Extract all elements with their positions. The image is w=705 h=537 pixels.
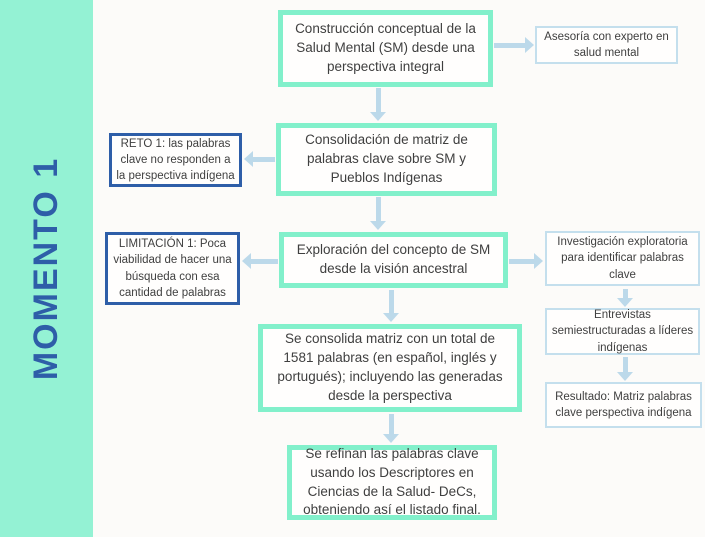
arrow-right-icon (509, 253, 543, 269)
side-box-resultado-text: Resultado: Matriz palabras clave perspec… (555, 390, 692, 419)
arrow-down-icon (370, 197, 386, 230)
momento-title: MOMENTO 1 (27, 156, 65, 381)
flow-box-consolida-matriz-text: Se consolida matriz con un total de 1581… (277, 331, 503, 403)
side-box-investigacion-text: Investigación exploratoria para identifi… (557, 236, 688, 281)
flow-box-construccion: Construcción conceptual de la Salud Ment… (278, 10, 493, 87)
arrow-left-icon (242, 253, 278, 269)
flow-box-construccion-text: Construcción conceptual de la Salud Ment… (295, 21, 476, 74)
flow-box-exploracion-text: Exploración del concepto de SM desde la … (296, 242, 491, 276)
side-box-investigacion: Investigación exploratoria para identifi… (545, 231, 700, 286)
side-box-resultado: Resultado: Matriz palabras clave perspec… (545, 382, 702, 428)
arrow-left-icon (244, 151, 275, 167)
note-box-reto-text: RETO 1: las palabras clave no responden … (116, 137, 235, 183)
side-box-asesoria-text: Asesoría con experto en salud mental (544, 30, 669, 59)
note-box-limitacion-text: LIMITACIÓN 1: Poca viabilidad de hacer u… (113, 238, 232, 299)
flow-box-refinan: Se refinan las palabras clave usando los… (287, 445, 497, 520)
flow-box-refinan-text: Se refinan las palabras clave usando los… (303, 445, 481, 518)
arrow-down-icon (383, 290, 399, 322)
side-box-entrevistas: Entrevistas semiestructuradas a líderes … (545, 308, 700, 355)
arrow-down-icon (370, 88, 386, 121)
flow-box-consolida-matriz: Se consolida matriz con un total de 1581… (258, 324, 522, 412)
side-box-entrevistas-text: Entrevistas semiestructuradas a líderes … (551, 309, 694, 354)
flow-box-consolidacion-text: Consolidación de matriz de palabras clav… (305, 132, 468, 185)
arrow-down-icon (617, 357, 633, 381)
flow-box-consolidacion: Consolidación de matriz de palabras clav… (276, 123, 497, 196)
side-box-asesoria: Asesoría con experto en salud mental (535, 26, 678, 64)
momento-band: MOMENTO 1 (0, 0, 93, 537)
arrow-down-icon (617, 289, 633, 307)
arrow-right-icon (494, 37, 534, 53)
flow-box-exploracion: Exploración del concepto de SM desde la … (279, 232, 508, 288)
note-box-reto: RETO 1: las palabras clave no responden … (109, 133, 242, 187)
note-box-limitacion: LIMITACIÓN 1: Poca viabilidad de hacer u… (105, 232, 240, 305)
arrow-down-icon (383, 414, 399, 443)
